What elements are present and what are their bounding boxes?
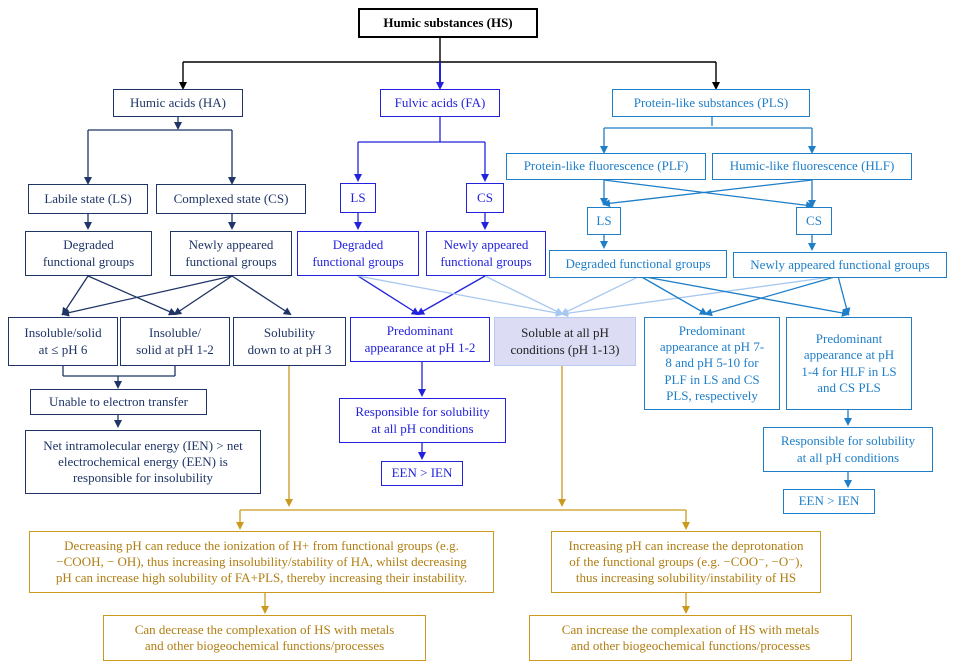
soluble-all-ph-box: Soluble at all pH conditions (pH 1-13) (494, 317, 636, 366)
bottom-connectors (236, 366, 690, 614)
can-increase-box: Can increase the complexation of HS with… (529, 615, 852, 661)
fa-degraded-label: Degraded functional groups (312, 237, 404, 269)
fa-newly-label: Newly appeared functional groups (440, 237, 532, 269)
pls-plf-box: Protein-like fluorescence (PLF) (506, 153, 706, 180)
soluble-all-ph-label: Soluble at all pH conditions (pH 1-13) (510, 325, 620, 357)
pls-hlf-box: Humic-like fluorescence (HLF) (712, 153, 912, 180)
ha-solubility-ph3-box: Solubility down to at pH 3 (233, 317, 346, 366)
pls-ls-label: LS (596, 212, 612, 228)
pls-newly-box: Newly appeared functional groups (733, 252, 947, 278)
can-decrease-label: Can decrease the complexation of HS with… (134, 621, 395, 653)
ha-insoluble-ph6-box: Insoluble/solid at ≤ pH 6 (8, 317, 118, 366)
ha-cs-label: Complexed state (CS) (173, 190, 289, 206)
ha-unable-box: Unable to electron transfer (30, 389, 207, 415)
fa-responsible-box: Responsible for solubility at all pH con… (339, 398, 506, 443)
ha-newly-box: Newly appeared functional groups (170, 231, 292, 276)
soluble-connectors (357, 275, 839, 318)
pls-ee-box: EEN > IEN (783, 489, 875, 514)
pls-responsible-box: Responsible for solubility at all pH con… (763, 427, 933, 472)
root-connectors (179, 38, 720, 90)
fa-ee-box: EEN > IEN (381, 461, 463, 486)
pls-cs-label: CS (806, 212, 822, 228)
pls-title-box: Protein-like substances (PLS) (612, 89, 810, 117)
pls-ls-box: LS (587, 207, 621, 235)
fa-ls-box: LS (340, 183, 376, 213)
ha-insoluble-ph12-label: Insoluble/ solid at pH 1-2 (136, 325, 214, 357)
pls-degraded-label: Degraded functional groups (565, 255, 711, 271)
pls-plf-label: Protein-like fluorescence (PLF) (523, 158, 689, 174)
fa-title-box: Fulvic acids (FA) (380, 89, 500, 117)
root-box: Humic substances (HS) (358, 8, 538, 38)
increasing-ph-box: Increasing pH can increase the deprotona… (551, 531, 821, 593)
fa-degraded-box: Degraded functional groups (297, 231, 419, 276)
pls-predominant-plf-label: Predominant appearance at pH 7- 8 and pH… (659, 322, 765, 403)
ha-ls-label: Labile state (LS) (44, 190, 132, 206)
ha-ls-box: Labile state (LS) (28, 184, 148, 214)
ha-newly-label: Newly appeared functional groups (185, 237, 277, 269)
fa-ee-label: EEN > IEN (391, 465, 453, 481)
fa-connectors (354, 117, 489, 460)
ha-connectors (61, 117, 292, 428)
ha-insoluble-ph6-label: Insoluble/solid at ≤ pH 6 (24, 325, 102, 357)
ha-degraded-box: Degraded functional groups (25, 231, 152, 276)
pls-responsible-label: Responsible for solubility at all pH con… (780, 433, 916, 465)
increasing-ph-label: Increasing pH can increase the deprotona… (568, 537, 804, 586)
ha-net-energy-label: Net intramolecular energy (IEN) > net el… (43, 437, 243, 486)
pls-ee-label: EEN > IEN (798, 493, 860, 509)
can-increase-label: Can increase the complexation of HS with… (561, 621, 820, 653)
ha-degraded-label: Degraded functional groups (42, 237, 135, 269)
fa-title: Fulvic acids (FA) (394, 94, 486, 110)
decreasing-ph-label: Decreasing pH can reduce the ionization … (55, 537, 468, 586)
pls-predominant-hlf-label: Predominant appearance at pH 1-4 for HLF… (801, 331, 897, 395)
fa-predominant-label: Predominant appearance at pH 1-2 (364, 323, 476, 355)
ha-unable-label: Unable to electron transfer (49, 393, 188, 409)
pls-title: Protein-like substances (PLS) (633, 94, 789, 110)
pls-hlf-label: Humic-like fluorescence (HLF) (729, 158, 895, 174)
ha-net-energy-box: Net intramolecular energy (IEN) > net el… (25, 430, 261, 494)
can-decrease-box: Can decrease the complexation of HS with… (103, 615, 426, 661)
fa-cs-label: CS (477, 189, 493, 205)
pls-degraded-box: Degraded functional groups (549, 250, 727, 278)
pls-newly-label: Newly appeared functional groups (750, 256, 930, 272)
ha-cs-box: Complexed state (CS) (156, 184, 306, 214)
pls-predominant-hlf-box: Predominant appearance at pH 1-4 for HLF… (786, 317, 912, 410)
decreasing-ph-box: Decreasing pH can reduce the ionization … (29, 531, 494, 593)
pls-cs-box: CS (796, 207, 832, 235)
ha-insoluble-ph12-box: Insoluble/ solid at pH 1-2 (120, 317, 230, 366)
fa-responsible-label: Responsible for solubility at all pH con… (355, 404, 490, 436)
fa-cs-box: CS (466, 183, 504, 213)
ha-solubility-ph3-label: Solubility down to at pH 3 (247, 325, 332, 357)
ha-title: Humic acids (HA) (129, 94, 227, 110)
ha-title-box: Humic acids (HA) (113, 89, 243, 117)
pls-predominant-plf-box: Predominant appearance at pH 7- 8 and pH… (644, 317, 780, 410)
fa-predominant-box: Predominant appearance at pH 1-2 (350, 317, 490, 362)
fa-ls-label: LS (350, 189, 366, 205)
pls-connectors (600, 117, 852, 488)
root-label: Humic substances (HS) (383, 14, 513, 30)
fa-newly-box: Newly appeared functional groups (426, 231, 546, 276)
